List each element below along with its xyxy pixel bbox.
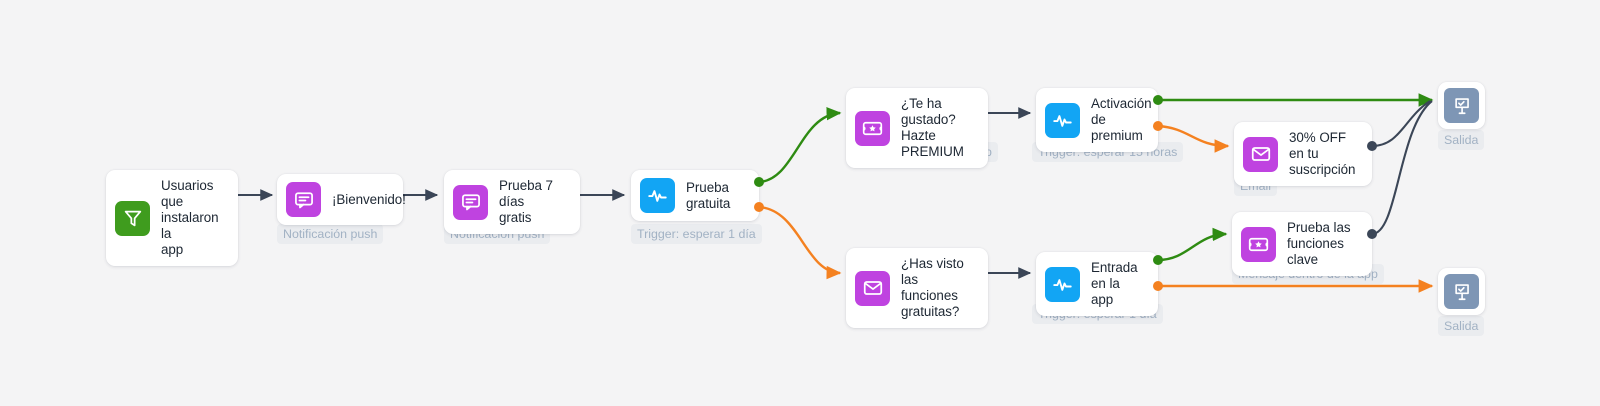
flag-check-icon <box>1444 274 1479 309</box>
caption-salida-bottom: Salida <box>1438 316 1485 336</box>
node-funciones-clave[interactable]: Prueba las funciones clave <box>1232 212 1372 276</box>
pulse-icon <box>1045 266 1080 302</box>
output-dot[interactable] <box>1367 229 1377 239</box>
node-title: Activación de premium <box>1091 96 1152 143</box>
node-title: Prueba las funciones clave <box>1287 220 1351 267</box>
node-title: Entrada en la app <box>1091 260 1138 307</box>
output-dot-no[interactable] <box>1153 121 1163 131</box>
node-activacion-premium[interactable]: Activación de premium <box>1036 88 1158 152</box>
node-salida-top[interactable] <box>1438 82 1485 129</box>
pulse-icon <box>1045 102 1080 138</box>
node-descuento-30[interactable]: 30% OFF en tu suscripción <box>1234 122 1372 186</box>
node-title: ¿Has visto las funciones gratuitas? <box>901 256 964 319</box>
node-te-ha-gustado[interactable]: ¿Te ha gustado? Hazte PREMIUM <box>846 88 988 168</box>
node-title: Prueba gratuita <box>686 179 731 211</box>
chat-bubble-icon <box>453 184 488 220</box>
output-dot[interactable] <box>1367 141 1377 151</box>
node-prueba-gratuita[interactable]: Prueba gratuita <box>631 170 759 221</box>
output-dot-no[interactable] <box>754 202 764 212</box>
caption-salida-top: Salida <box>1438 130 1485 150</box>
flag-check-icon <box>1444 88 1479 123</box>
node-title: Prueba 7 días gratis <box>499 178 553 225</box>
ticket-star-icon <box>1241 226 1276 262</box>
output-dot-yes[interactable] <box>754 177 764 187</box>
node-entrada-app[interactable]: Entrada en la app <box>1036 252 1158 316</box>
node-segmento[interactable]: Usuarios que instalaron la app <box>106 170 238 266</box>
caption-prueba-gratuita: Trigger: esperar 1 día <box>631 224 762 244</box>
output-dot-yes[interactable] <box>1153 255 1163 265</box>
output-dot-yes[interactable] <box>1153 95 1163 105</box>
envelope-icon <box>1243 136 1278 172</box>
pulse-icon <box>640 178 675 213</box>
node-title: ¿Te ha gustado? Hazte PREMIUM <box>901 96 964 159</box>
node-title: Usuarios que instalaron la app <box>161 178 219 257</box>
node-title: 30% OFF en tu suscripción <box>1289 130 1356 177</box>
chat-bubble-icon <box>286 182 321 217</box>
ticket-star-icon <box>855 110 890 146</box>
node-salida-bottom[interactable] <box>1438 268 1485 315</box>
output-dot-no[interactable] <box>1153 281 1163 291</box>
node-has-visto[interactable]: ¿Has visto las funciones gratuitas? <box>846 248 988 328</box>
envelope-icon <box>855 270 890 306</box>
caption-bienvenido: Notificación push <box>277 224 384 244</box>
funnel-icon <box>115 200 150 236</box>
node-bienvenido[interactable]: ¡Bienvenido! <box>277 174 406 225</box>
node-prueba-7-dias[interactable]: Prueba 7 días gratis <box>444 170 580 234</box>
node-title: ¡Bienvenido! <box>332 191 406 207</box>
